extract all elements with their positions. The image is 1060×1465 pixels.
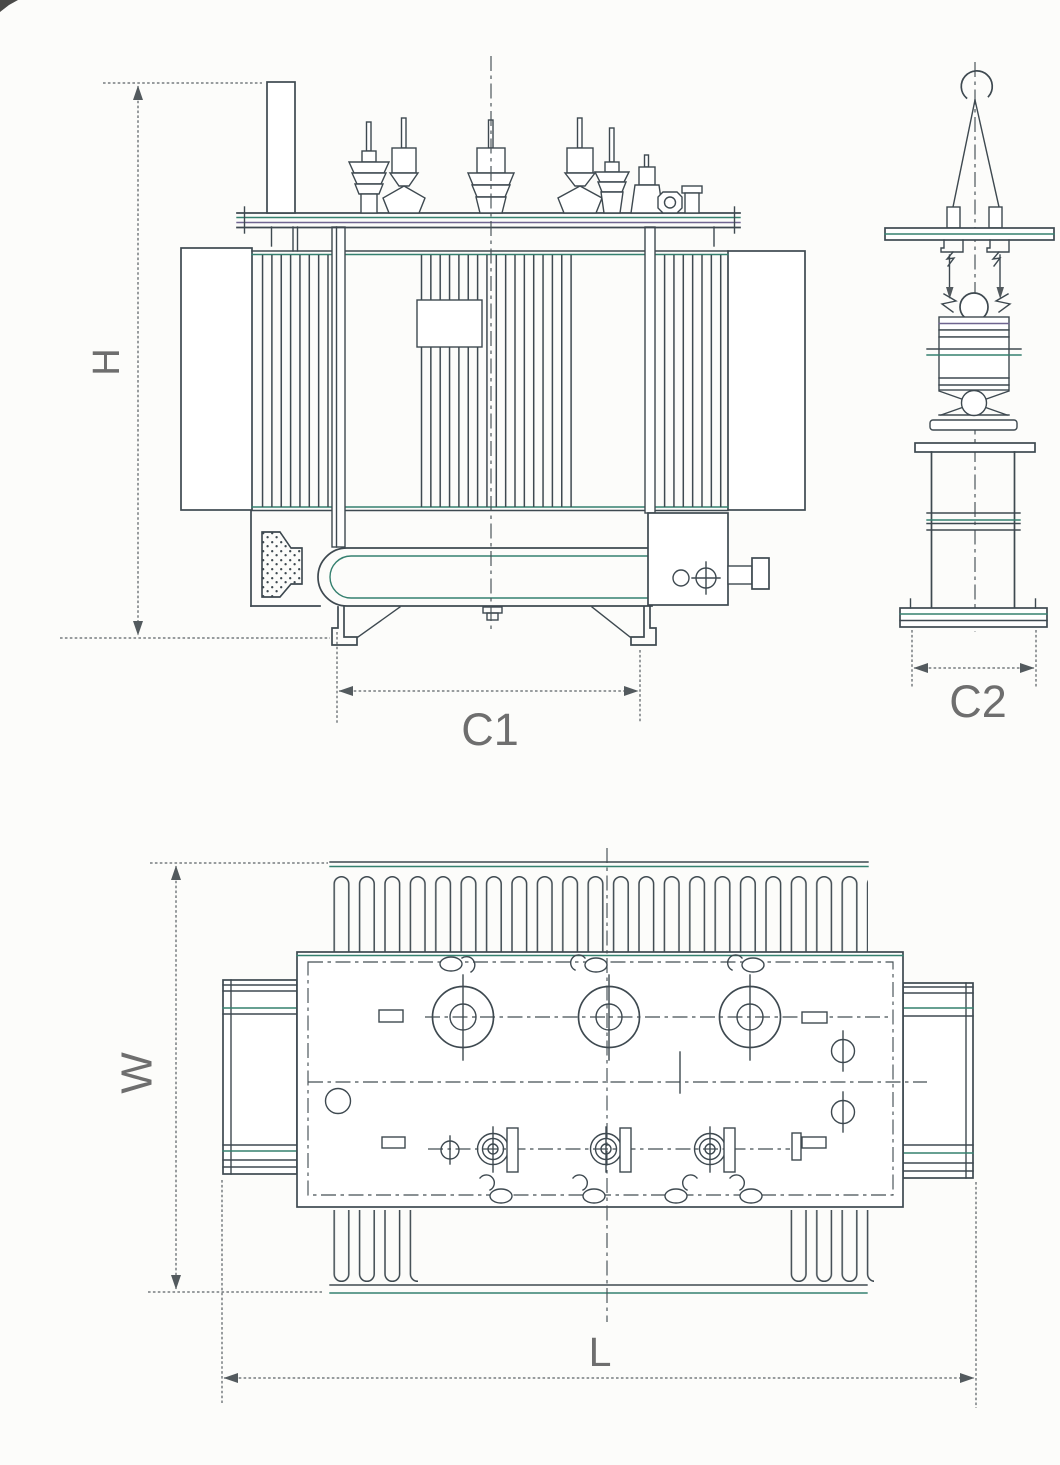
h-label: H bbox=[86, 348, 128, 375]
sling-right bbox=[974, 99, 1000, 208]
lv-bushing-pagoda bbox=[593, 127, 631, 214]
dimension-L: L bbox=[221, 1180, 977, 1408]
lifting-lug-left bbox=[946, 206, 961, 229]
lifting-lug-right bbox=[988, 206, 1003, 229]
lv-row bbox=[381, 1126, 827, 1173]
cable-box-stippled bbox=[261, 531, 303, 598]
hv-bushing-1 bbox=[347, 121, 391, 214]
tap-plate-upper-right bbox=[801, 1011, 828, 1024]
top-fin-band bbox=[329, 861, 869, 952]
lv-plate-left bbox=[381, 1136, 406, 1149]
drain-valve-box bbox=[647, 512, 770, 606]
scan-corner-mark bbox=[0, 0, 18, 12]
lv-plate-right-a bbox=[791, 1132, 802, 1161]
top-edge-lugs bbox=[439, 954, 765, 973]
crane-hook-icon bbox=[960, 70, 994, 100]
top-view: W L bbox=[113, 848, 977, 1408]
left-plug-circle bbox=[324, 1087, 352, 1115]
bottom-fin-band bbox=[329, 1210, 874, 1294]
lv-small-valve bbox=[440, 1135, 460, 1165]
hv-plan-1 bbox=[431, 974, 495, 1061]
right-foot bbox=[591, 606, 657, 646]
lifting-channel bbox=[266, 81, 296, 214]
sling-left bbox=[952, 99, 976, 208]
lv-turret-1 bbox=[476, 1126, 519, 1173]
right-valve-circles bbox=[830, 1030, 856, 1133]
lv-plate-right-b bbox=[801, 1136, 827, 1149]
drain-valve-handle bbox=[751, 557, 770, 590]
hv-plan-3 bbox=[718, 974, 782, 1061]
tap-plate-upper-left bbox=[378, 1009, 404, 1023]
skid-base bbox=[317, 547, 653, 607]
hv-bushings-plan bbox=[431, 974, 782, 1061]
mv-bushing-2 bbox=[557, 117, 603, 214]
w-label: W bbox=[113, 1052, 162, 1094]
insulator-column bbox=[914, 442, 1036, 609]
fin-group-2 bbox=[415, 255, 489, 507]
sling-rods bbox=[940, 254, 1012, 313]
front-view: H C1 bbox=[60, 56, 806, 755]
side-view: C2 bbox=[884, 62, 1055, 727]
fin-group-4 bbox=[657, 255, 723, 507]
mv-bushing-1 bbox=[382, 117, 426, 214]
roller-circle bbox=[960, 389, 988, 417]
nameplate bbox=[416, 299, 483, 348]
front-left-radiator-end bbox=[180, 247, 253, 511]
dimension-C2: C2 bbox=[911, 630, 1037, 727]
lv-turret-3 bbox=[693, 1126, 736, 1173]
cover-plate-edge bbox=[884, 227, 1055, 241]
tank-plan-outline bbox=[296, 951, 904, 1208]
drain-pipe bbox=[727, 565, 753, 585]
dimension-C1: C1 bbox=[336, 632, 641, 755]
front-right-radiator-end bbox=[727, 250, 806, 511]
left-foot bbox=[331, 606, 401, 646]
bottom-edge-lugs bbox=[479, 1174, 763, 1204]
tie-rod-left bbox=[331, 226, 346, 548]
l-label: L bbox=[589, 1329, 612, 1375]
dimension-H: H bbox=[60, 82, 330, 639]
right-radiator-bank bbox=[902, 982, 974, 1179]
bottom-drain-plug bbox=[482, 606, 503, 621]
small-bushing bbox=[630, 154, 664, 214]
c2-label: C2 bbox=[949, 676, 1007, 727]
tie-rod-right bbox=[644, 226, 656, 514]
bushing-turret-stack bbox=[926, 316, 1022, 431]
lv-turret-2 bbox=[589, 1126, 632, 1173]
bushing-group bbox=[347, 117, 703, 214]
oil-gauge-knob bbox=[657, 191, 683, 214]
fin-group-1 bbox=[257, 255, 332, 507]
filler-cap bbox=[681, 185, 703, 214]
c1-label: C1 bbox=[461, 704, 519, 755]
dimension-W: W bbox=[113, 862, 328, 1293]
hv-plan-2 bbox=[577, 974, 641, 1061]
cable-box-outline bbox=[261, 531, 303, 598]
cover-brackets bbox=[940, 239, 1010, 267]
fin-group-3 bbox=[493, 255, 573, 507]
column-base-plate bbox=[899, 598, 1048, 628]
left-radiator-bank bbox=[222, 979, 298, 1175]
